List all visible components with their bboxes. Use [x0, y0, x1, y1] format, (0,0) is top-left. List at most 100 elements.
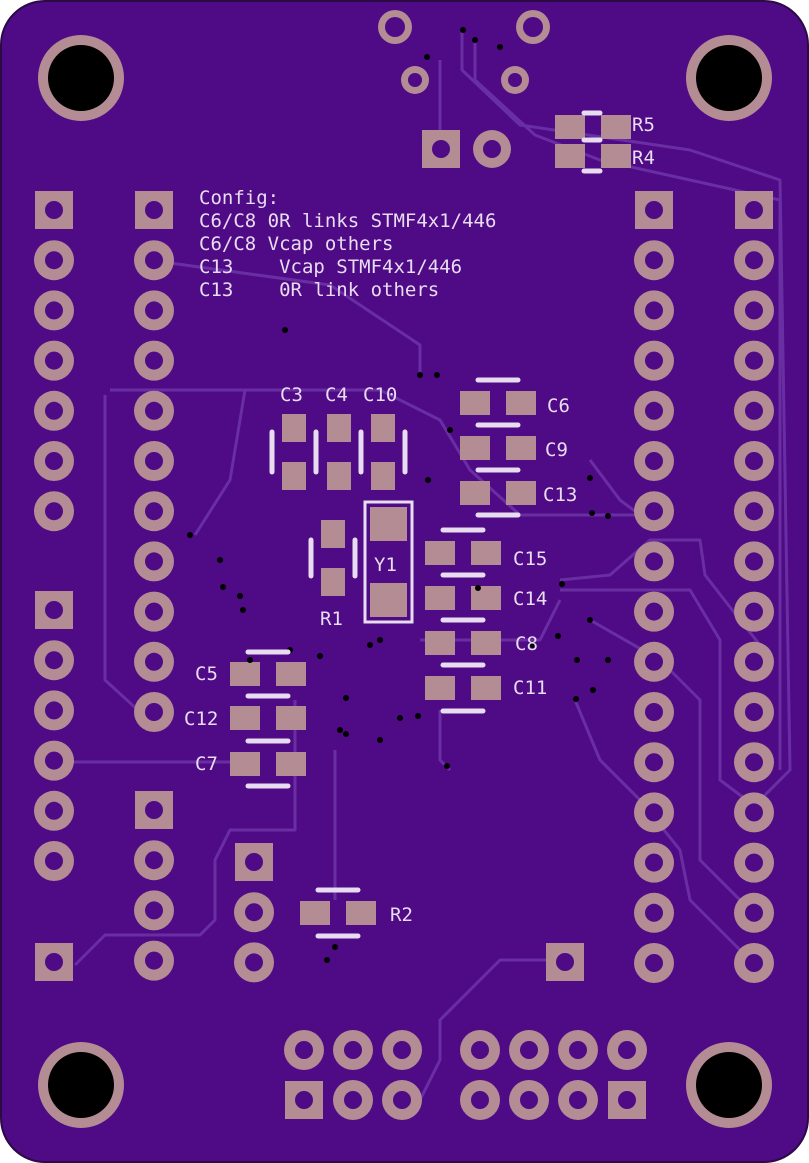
via: [415, 713, 421, 719]
header-pin: [634, 491, 674, 532]
header-pin: [734, 943, 774, 983]
smd-pad: [371, 462, 395, 490]
header-pin-square: [35, 943, 73, 981]
via: [324, 957, 330, 963]
header-pin: [134, 240, 174, 281]
label-c6: C6: [547, 395, 570, 417]
smd-pads: [230, 115, 631, 925]
via: [555, 633, 561, 639]
header-pin: [333, 1030, 373, 1070]
header-pin: [634, 692, 674, 732]
header-pins: [34, 191, 774, 1120]
header-pin-square: [135, 791, 173, 829]
mounting-holes: [38, 35, 772, 1128]
via: [460, 27, 466, 33]
via: [317, 653, 323, 659]
label-c10: C10: [363, 384, 397, 406]
via: [247, 657, 253, 663]
label-r4: R4: [632, 147, 655, 169]
config-line: C13 Vcap STMF4x1/446: [199, 256, 462, 278]
header-pin-square: [735, 191, 773, 229]
smd-pad: [230, 752, 260, 776]
header-pin: [134, 290, 174, 331]
header-pin: [509, 1080, 549, 1120]
power-header: [422, 130, 511, 168]
smd-pad: [460, 481, 490, 505]
header-pin: [634, 541, 674, 582]
header-pin: [634, 340, 674, 381]
header-pin-square: [546, 943, 584, 981]
header-pin: [634, 792, 674, 833]
header-pin: [34, 690, 74, 731]
smd-pad: [282, 462, 306, 490]
header-pin: [134, 692, 174, 732]
label-c7: C7: [195, 753, 218, 775]
header-pin: [34, 491, 74, 532]
via: [475, 585, 481, 591]
header-pin: [34, 390, 74, 431]
header-pin: [134, 591, 174, 632]
header-pin: [134, 441, 174, 481]
smd-pad: [460, 436, 490, 460]
header-pin: [34, 790, 74, 831]
label-c3: C3: [280, 384, 303, 406]
via: [240, 607, 246, 613]
header-pin: [284, 1030, 324, 1070]
smd-pad: [276, 752, 306, 776]
header-pin-square: [235, 843, 273, 881]
smd-pad: [321, 568, 345, 596]
via: [587, 617, 593, 623]
header-pin: [734, 441, 774, 481]
smd-pad: [555, 144, 585, 168]
label-c11: C11: [513, 677, 547, 699]
header-pin: [558, 1030, 598, 1070]
header-pin: [634, 892, 674, 933]
header-pin: [558, 1080, 598, 1120]
header-pin-square: [135, 191, 173, 229]
header-pin: [382, 1030, 422, 1070]
header-pin: [34, 290, 74, 331]
smd-pad: [230, 662, 260, 686]
header-pin: [134, 641, 174, 682]
header-pin: [634, 441, 674, 481]
header-pin: [460, 1030, 500, 1070]
header-pin: [734, 240, 774, 281]
via: [237, 593, 243, 599]
header-pin: [734, 742, 774, 783]
header-pin: [509, 1030, 549, 1070]
header-pin: [734, 892, 774, 933]
header-pin: [333, 1080, 373, 1120]
via: [425, 477, 431, 483]
via: [589, 510, 595, 516]
via: [377, 637, 383, 643]
header-pin: [34, 340, 74, 381]
label-c5: C5: [195, 663, 218, 685]
smd-pad: [506, 481, 536, 505]
label-r5: R5: [632, 114, 655, 136]
header-pin: [34, 240, 74, 281]
smd-pad: [471, 541, 501, 565]
via: [377, 737, 383, 743]
header-pin-square: [608, 1081, 646, 1119]
header-pin: [134, 940, 174, 981]
smd-pad: [346, 901, 376, 925]
via: [332, 944, 338, 950]
header-pin: [734, 692, 774, 732]
crystal-y1: [363, 500, 414, 624]
smd-pad: [601, 144, 631, 168]
header-pin: [34, 441, 74, 481]
smd-pad: [327, 414, 351, 442]
via: [605, 513, 611, 519]
label-c14: C14: [513, 588, 547, 610]
header-pin: [734, 842, 774, 883]
via: [187, 532, 193, 538]
via: [447, 427, 453, 433]
header-pin: [134, 340, 174, 381]
header-pin: [634, 943, 674, 983]
header-pin: [634, 240, 674, 281]
via: [444, 763, 450, 769]
smd-pad: [471, 631, 501, 655]
via: [590, 687, 596, 693]
label-c15: C15: [513, 548, 547, 570]
header-pin: [134, 840, 174, 881]
